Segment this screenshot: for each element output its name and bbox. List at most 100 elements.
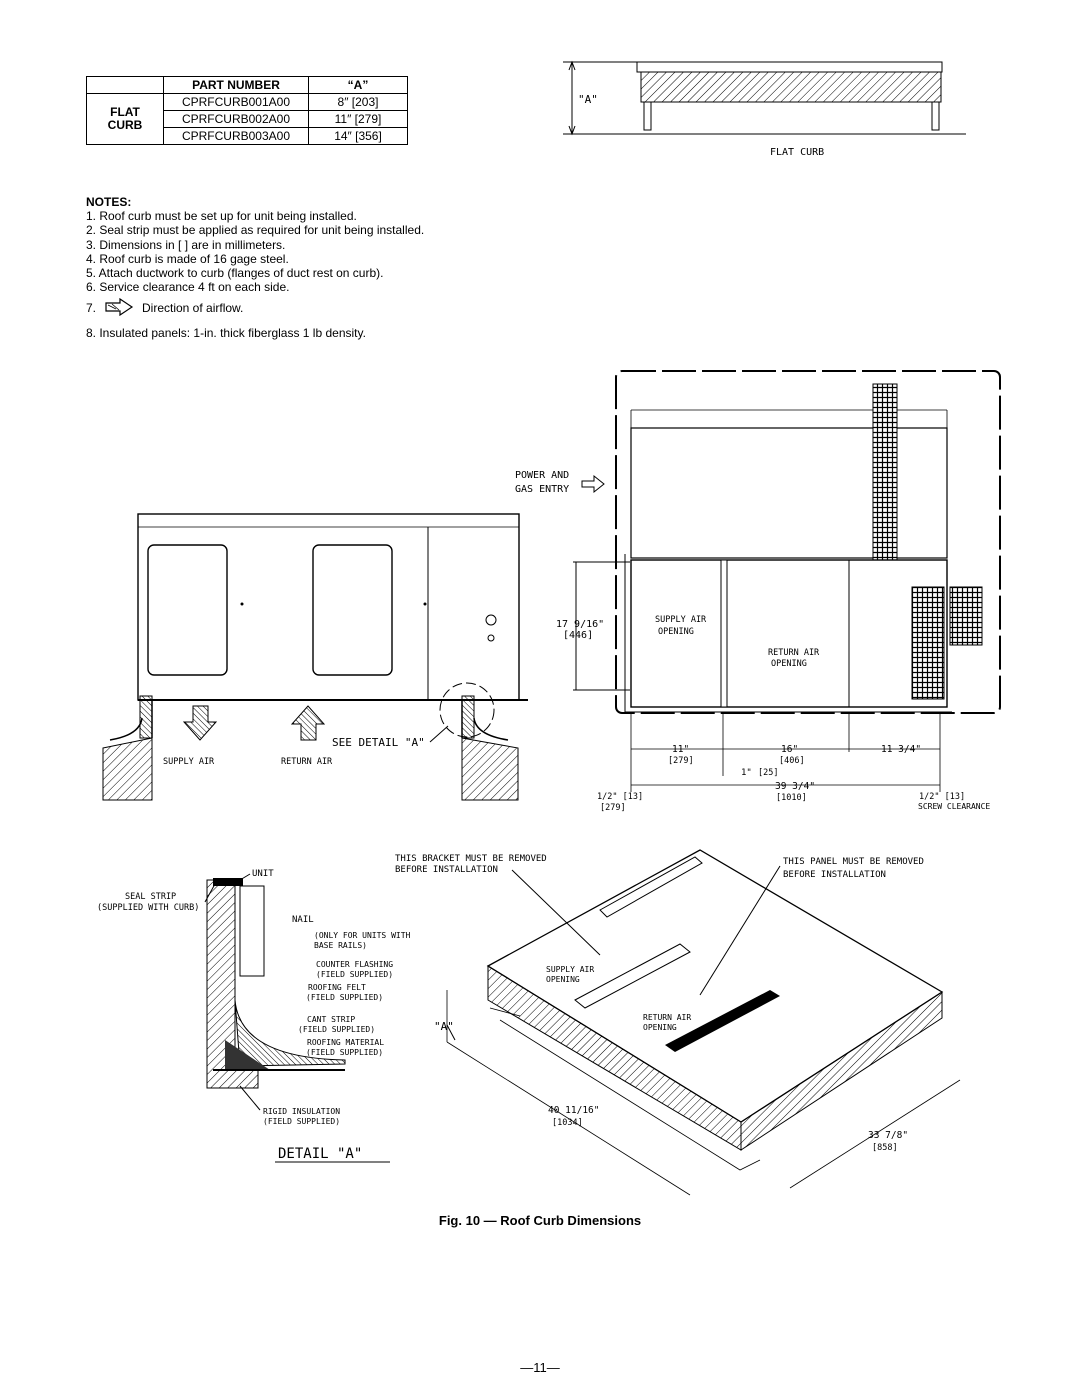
- height-in-label: 17 9/16": [556, 619, 604, 630]
- flat-curb-leg: [931, 101, 940, 131]
- bracket: [599, 856, 703, 918]
- note-item: 4. Roof curb is made of 16 gage steel.: [86, 251, 289, 266]
- plan-return-2: OPENING: [771, 659, 807, 669]
- note-item: 2. Seal strip must be applied as require…: [86, 223, 425, 238]
- detail-seal-2: (SUPPLIED WITH CURB): [97, 903, 199, 913]
- iso-d33: 33 7/8": [868, 1130, 908, 1141]
- flat-curb-top: [636, 61, 943, 73]
- detail-unit: UNIT: [252, 869, 274, 879]
- flat-curb-body: [640, 71, 942, 103]
- iso-supply-1: SUPPLY AIR: [546, 965, 594, 974]
- detail-seal-1: SEAL STRIP: [125, 892, 176, 902]
- dim-1: 1": [741, 768, 752, 778]
- return-arrow-icon: [290, 705, 326, 741]
- flat-label: FLAT: [110, 105, 140, 119]
- iso-d1034: [1034]: [552, 1118, 583, 1128]
- cant-fill: [225, 1040, 270, 1070]
- knob: [485, 614, 497, 626]
- cant-strip: [234, 999, 346, 1067]
- dim-half-left: 1/2" [13]: [597, 792, 643, 802]
- note-item: 8. Insulated panels: 1-in. thick fibergl…: [86, 326, 366, 341]
- roof-section-left: [102, 737, 153, 801]
- part-cell: CPRFCURB003A00: [163, 127, 309, 145]
- curb-label: CURB: [107, 118, 143, 132]
- iso-return-2: OPENING: [643, 1023, 677, 1032]
- detail-counter-1: COUNTER FLASHING: [316, 960, 393, 969]
- dim-39: 39 3/4": [775, 781, 815, 792]
- iso-panel-1: THIS PANEL MUST BE REMOVED: [783, 857, 924, 867]
- note-item: 6. Service clearance 4 ft on each side.: [86, 280, 290, 295]
- note-item: 1. Roof curb must be set up for unit bei…: [86, 209, 357, 224]
- detail-rigid-2: (FIELD SUPPLIED): [263, 1117, 340, 1126]
- curb-wall-right: [461, 695, 475, 739]
- height-mm-label: [446]: [563, 630, 593, 641]
- detail-a: UNIT SEAL STRIP (SUPPLIED WITH CURB) NAI…: [97, 869, 411, 1163]
- see-detail-label: SEE DETAIL "A": [332, 736, 425, 749]
- plan-view: POWER AND GAS ENTRY 17 9/16" [446] SUPPL…: [515, 370, 1001, 813]
- power-label-2: GAS ENTRY: [515, 484, 569, 495]
- detail-cant-2: (FIELD SUPPLIED): [298, 1025, 375, 1034]
- flat-curb-label: FLAT CURB: [86, 93, 164, 145]
- iso-bracket-2: BEFORE INSTALLATION: [395, 865, 498, 875]
- part-cell: CPRFCURB001A00: [163, 93, 309, 111]
- power-arrow-icon: [581, 474, 605, 494]
- notes-block: NOTES: 1. Roof curb must be set up for u…: [86, 195, 424, 341]
- a-cell: 14″ [356]: [308, 127, 408, 145]
- center-panel-edge: [665, 990, 780, 1052]
- notes-title: NOTES:: [86, 195, 132, 209]
- screw-clearance: SCREW CLEARANCE: [918, 802, 990, 811]
- dim-279b: [279]: [600, 803, 626, 813]
- detail-felt-1: ROOFING FELT: [308, 983, 366, 992]
- note-item-airflow: 7. Direction of airflow.: [86, 298, 424, 317]
- iso-panel-2: BEFORE INSTALLATION: [783, 870, 886, 880]
- a-cell: 8″ [203]: [308, 93, 408, 111]
- dim-11-34: 11 3/4": [881, 744, 921, 755]
- curb-wall-left: [139, 695, 153, 739]
- supply-air-label: SUPPLY AIR: [163, 757, 215, 767]
- plan-supply-1: SUPPLY AIR: [655, 615, 707, 625]
- cross-rail: [574, 943, 691, 1009]
- curb-top-frame: [486, 849, 944, 1123]
- detail-mat-1: ROOFING MATERIAL: [307, 1038, 384, 1047]
- note-item: 3. Dimensions in [ ] are in millimeters.: [86, 237, 286, 252]
- coil-section: [872, 383, 898, 563]
- airflow-arrow-icon: [105, 298, 134, 317]
- part-number-table: PART NUMBER “A” FLAT CURB CPRFCURB001A00…: [86, 76, 408, 145]
- detail-nail: NAIL: [292, 915, 314, 925]
- dim-279: [279]: [668, 756, 694, 766]
- access-panel: [312, 544, 393, 676]
- detail-counter-2: (FIELD SUPPLIED): [316, 970, 393, 979]
- access-panel: [147, 544, 228, 676]
- divider-rail: [720, 559, 728, 708]
- power-label-1: POWER AND: [515, 470, 569, 481]
- iso-bracket-1: THIS BRACKET MUST BE REMOVED: [395, 854, 547, 864]
- iso-a-label: "A": [434, 1020, 454, 1033]
- unit-elevation: SUPPLY AIR RETURN AIR SEE DETAIL "A": [102, 513, 528, 801]
- detail-cant-1: CANT STRIP: [307, 1015, 355, 1024]
- plan-return-1: RETURN AIR: [768, 648, 820, 658]
- dim-11: 11": [672, 744, 689, 755]
- iso-return-1: RETURN AIR: [643, 1013, 691, 1022]
- dim-16: 16": [781, 744, 798, 755]
- detail-only-1: (ONLY FOR UNITS WITH: [314, 931, 411, 940]
- flat-curb-view: "A" FLAT CURB: [563, 60, 966, 158]
- detail-felt-2: (FIELD SUPPLIED): [306, 993, 383, 1002]
- dim-half-right: 1/2" [13]: [919, 792, 965, 802]
- detail-title: DETAIL "A": [278, 1146, 362, 1162]
- coil-side: [911, 586, 945, 700]
- iso-curb: THIS BRACKET MUST BE REMOVED BEFORE INST…: [395, 849, 961, 1196]
- return-air-label: RETURN AIR: [281, 757, 333, 767]
- detail-only-2: BASE RAILS): [314, 941, 367, 950]
- condenser-area: [630, 427, 948, 559]
- dim-406: [406]: [779, 756, 805, 766]
- note-item: 5. Attach ductwork to curb (flanges of d…: [86, 266, 384, 281]
- dim-1010: [1010]: [776, 793, 807, 803]
- dim-25: [25]: [758, 768, 778, 778]
- detail-circle: [439, 682, 495, 738]
- iso-d858: [858]: [872, 1143, 898, 1153]
- coil-side: [949, 586, 983, 646]
- detail-rigid-1: RIGID INSULATION: [263, 1107, 340, 1116]
- plan-supply-2: OPENING: [658, 627, 694, 637]
- flat-curb-a-label: "A": [578, 93, 598, 106]
